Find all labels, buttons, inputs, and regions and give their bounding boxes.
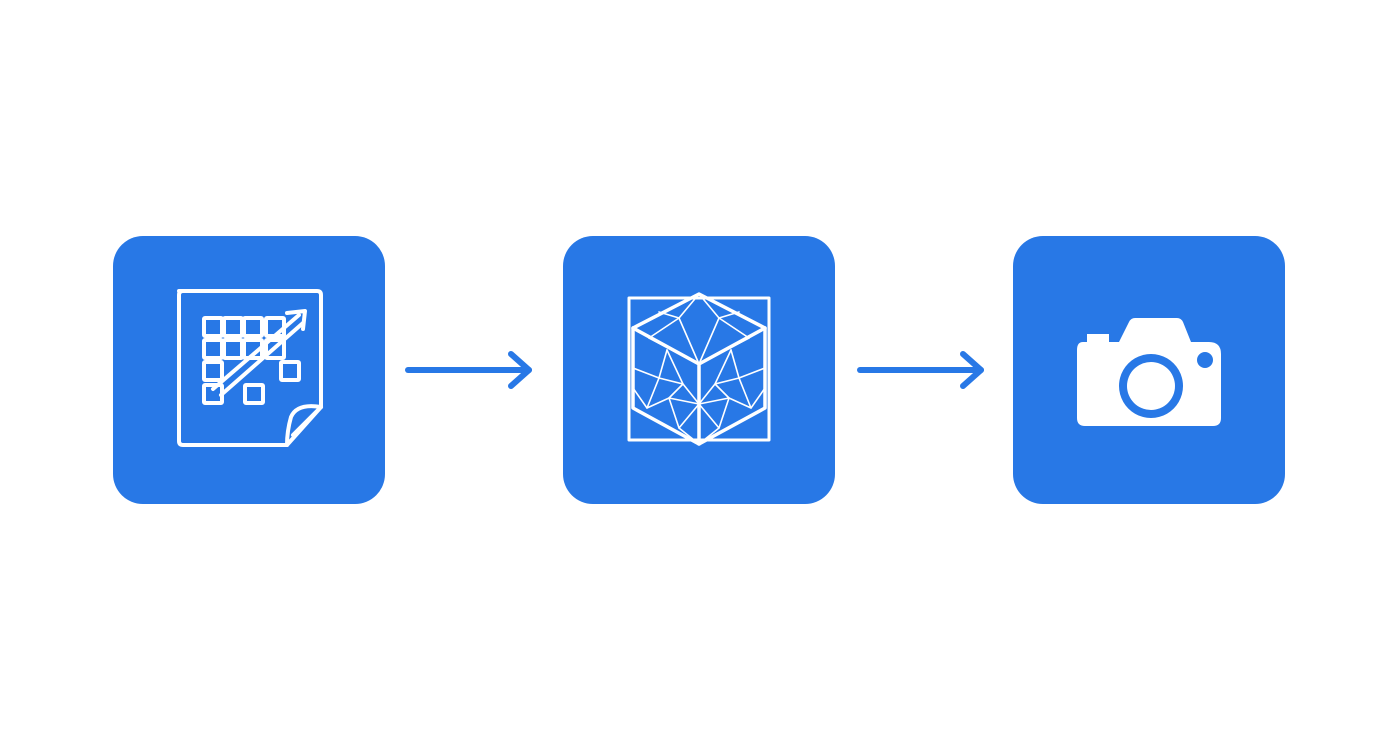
step-tile-mesh <box>563 236 835 504</box>
connector-arrow-1 <box>403 350 537 390</box>
mesh-cube-icon <box>627 292 771 446</box>
arrow-right-icon <box>405 351 532 389</box>
step-tile-render <box>1013 236 1285 504</box>
arrow-right-icon <box>857 351 984 389</box>
step-tile-texture <box>113 236 385 504</box>
camera-icon <box>1077 318 1221 426</box>
uv-grid-icon <box>177 289 323 447</box>
connector-arrow-2 <box>855 350 989 390</box>
